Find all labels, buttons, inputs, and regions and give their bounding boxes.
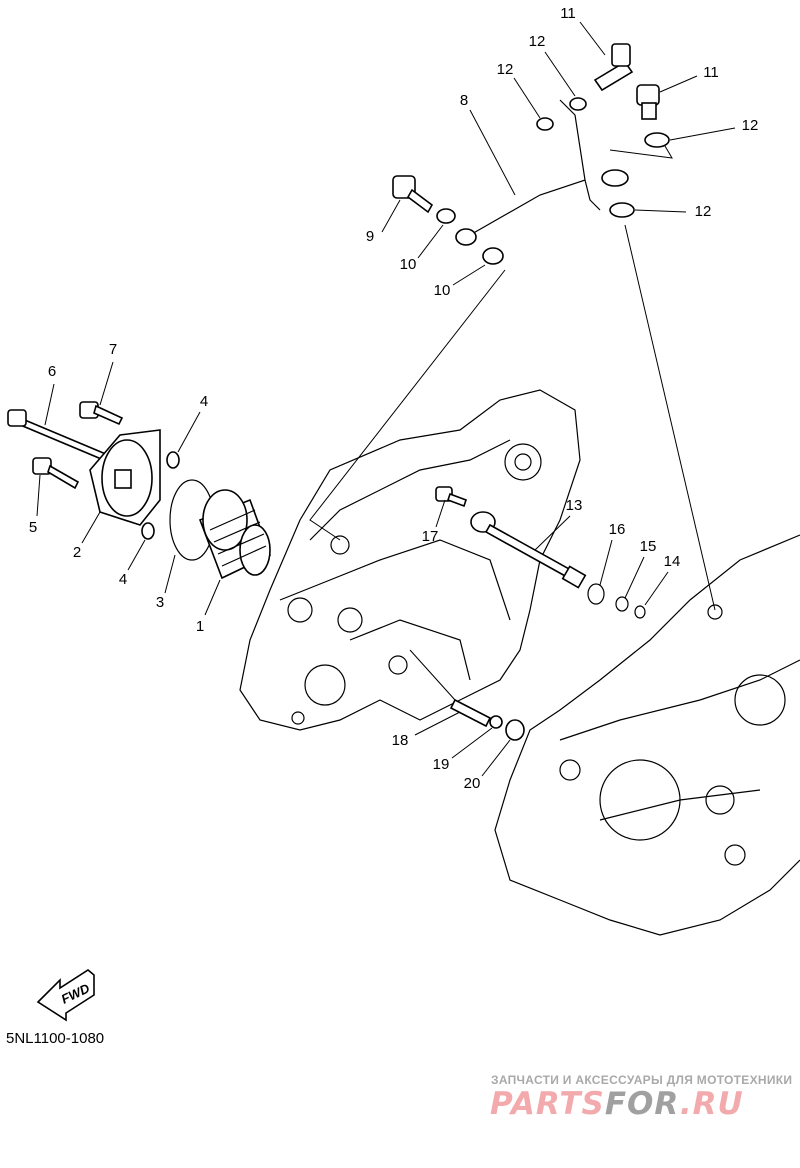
callout-5: 5: [29, 519, 37, 536]
crankcase-right-outline: [494, 534, 800, 936]
washer-12: [644, 132, 670, 148]
callout-6: 6: [48, 363, 56, 380]
plug-20: [505, 719, 525, 741]
spring-18: [449, 698, 492, 728]
callout-11: 11: [560, 5, 576, 22]
union-bolt-9: [392, 175, 434, 214]
callout-3: 3: [156, 594, 164, 611]
filter-cover-2: [89, 429, 161, 526]
washer-12: [569, 97, 587, 111]
callout-18: 18: [392, 732, 409, 749]
callout-13: 13: [566, 497, 583, 514]
washer-12: [609, 202, 635, 218]
bolt-5: [32, 457, 80, 490]
callout-8: 8: [460, 92, 468, 109]
callout-10: 10: [434, 282, 451, 299]
washer-10: [455, 228, 477, 246]
o-ring-4: [141, 522, 155, 540]
callout-15: 15: [640, 538, 657, 555]
callout-10: 10: [400, 256, 417, 273]
callout-2: 2: [73, 544, 81, 561]
callout-7: 7: [109, 341, 117, 358]
callout-9: 9: [366, 228, 374, 245]
bolt-17: [435, 486, 468, 508]
callout-1: 1: [196, 618, 204, 635]
callout-4: 4: [200, 393, 208, 410]
callout-12: 12: [529, 33, 546, 50]
callout-20: 20: [464, 775, 481, 792]
o-ring-14: [634, 605, 646, 619]
watermark-logo-for: FOR: [604, 1086, 680, 1122]
callout-4: 4: [119, 571, 127, 588]
o-ring-16: [587, 583, 605, 605]
watermark-tagline: ЗАПЧАСТИ И АКСЕССУАРЫ ДЛЯ МОТОТЕХНИКИ: [491, 1073, 793, 1087]
washer-12: [536, 117, 554, 131]
watermark-logo-ru: .RU: [679, 1086, 744, 1122]
oil-delivery-pipe: [469, 99, 629, 236]
callout-12: 12: [497, 61, 514, 78]
callout-19: 19: [433, 756, 450, 773]
o-ring-15: [615, 596, 629, 612]
oil-filter-element-1: [198, 489, 271, 580]
crankcase-left-outline: [239, 389, 581, 731]
o-ring-4: [166, 451, 180, 469]
diagram-part-code: 5NL1100-1080: [6, 1030, 105, 1047]
ball-19: [489, 715, 503, 729]
callout-14: 14: [664, 553, 681, 570]
leader-lines: [36, 21, 736, 777]
callout-11: 11: [703, 64, 719, 81]
callout-12: 12: [695, 203, 712, 220]
bolt-11-right: [636, 84, 660, 120]
watermark-logo: PARTSFOR.RU: [490, 1086, 744, 1122]
fwd-arrow-icon: FWD: [36, 969, 95, 1022]
bolt-6: [7, 409, 121, 468]
callout-12: 12: [742, 117, 759, 134]
watermark-logo-parts: PARTS: [490, 1086, 605, 1122]
callout-16: 16: [609, 521, 626, 538]
washer-10: [436, 208, 456, 224]
washer-10: [482, 247, 504, 265]
oil-pipe-13: [470, 511, 587, 589]
bolt-7: [79, 401, 124, 426]
callout-17: 17: [422, 528, 439, 545]
bolt-11-upper: [593, 43, 634, 92]
